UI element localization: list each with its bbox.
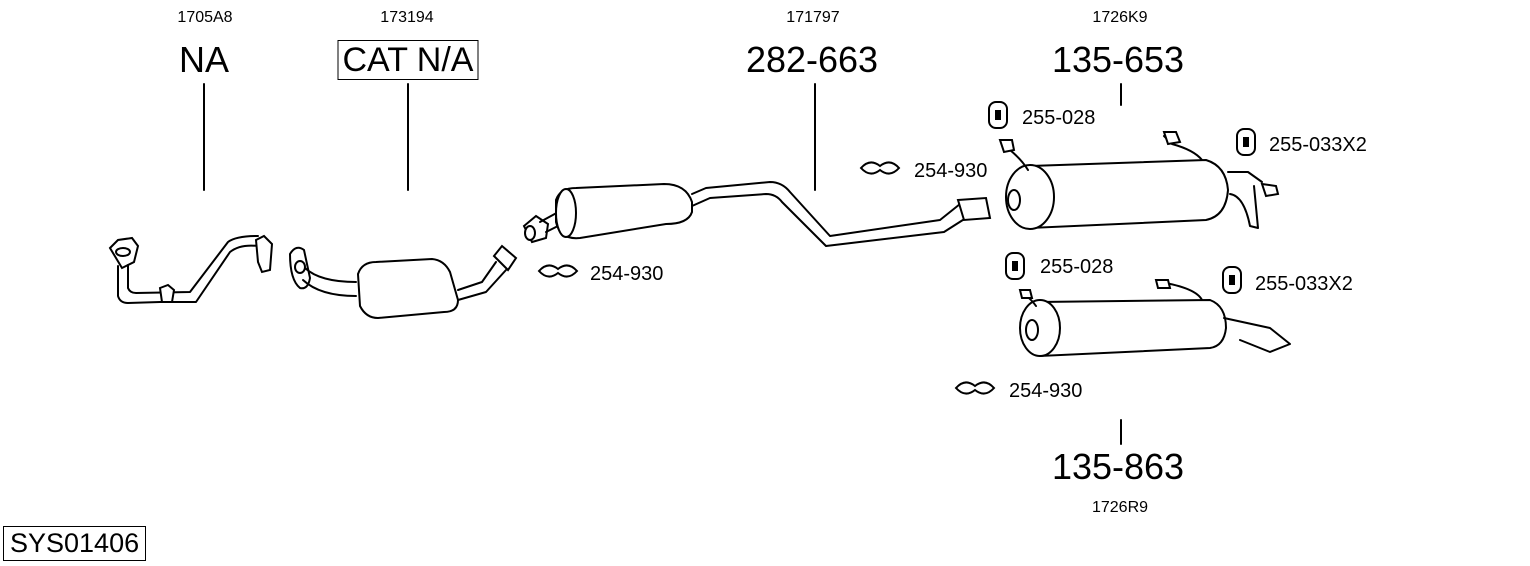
center-muffler-part: [522, 181, 992, 247]
system-id: SYS01406: [3, 526, 147, 561]
part-code-173194: 173194: [380, 9, 434, 26]
rubber-mount-icon: [1005, 252, 1025, 280]
part-code-1726r9: 1726R9: [1091, 499, 1149, 516]
rear-muffler-lower-part: [1018, 279, 1291, 358]
front-pipe-part: [108, 234, 274, 304]
clamp-icon: [537, 264, 579, 278]
part-code-171797: 171797: [786, 9, 840, 26]
rubber-mount-icon: [1222, 266, 1242, 294]
rear-muffler-upper-part: [998, 131, 1280, 230]
mount-label[interactable]: 255-033X2: [1269, 134, 1367, 156]
rubber-mount-icon: [1236, 128, 1256, 156]
clamp-label[interactable]: 254-930: [1009, 380, 1083, 402]
part-number-na[interactable]: NA: [178, 39, 230, 80]
rubber-mount-icon: [988, 101, 1008, 129]
part-number-cat-na[interactable]: CAT N/A: [337, 40, 479, 80]
part-code-1705a8: 1705A8: [177, 9, 233, 26]
mount-label[interactable]: 255-028: [1022, 107, 1096, 129]
clamp-icon: [859, 161, 901, 175]
part-number-135-863[interactable]: 135-863: [1051, 446, 1185, 487]
clamp-label[interactable]: 254-930: [914, 160, 988, 182]
part-number-282-663[interactable]: 282-663: [745, 39, 879, 80]
leader-lines: [203, 83, 1122, 445]
clamp-label[interactable]: 254-930: [590, 263, 664, 285]
mount-label[interactable]: 255-028: [1040, 256, 1114, 278]
mount-label[interactable]: 255-033X2: [1255, 273, 1353, 295]
part-number-135-653[interactable]: 135-653: [1051, 39, 1185, 80]
catalytic-converter-part: [288, 244, 518, 320]
clamp-icon: [954, 381, 996, 395]
part-code-1726k9: 1726K9: [1092, 9, 1148, 26]
